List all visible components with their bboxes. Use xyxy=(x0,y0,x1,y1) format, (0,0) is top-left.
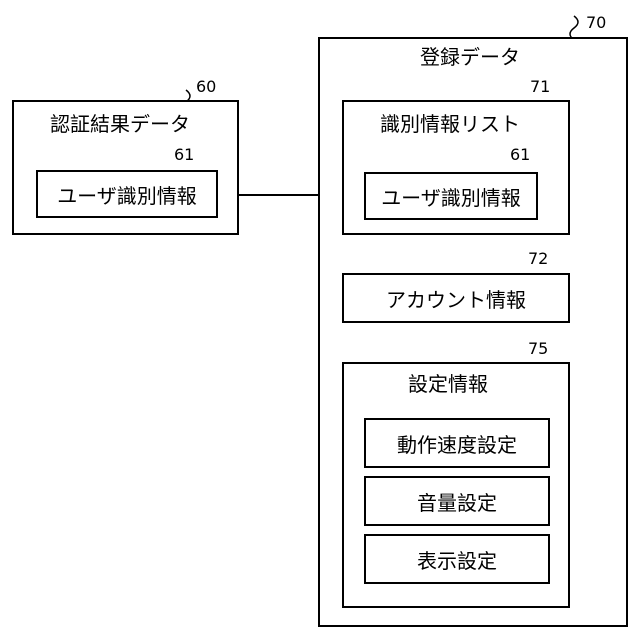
settings-item-speed: 動作速度設定 xyxy=(364,418,550,468)
auth-user-id-box: ユーザ識別情報 xyxy=(36,170,218,218)
account-label: アカウント情報 xyxy=(386,284,526,313)
ref-61-right: 61 xyxy=(510,146,530,164)
auth-user-id-label: ユーザ識別情報 xyxy=(57,180,197,209)
auth-result-box: 認証結果データ ユーザ識別情報 xyxy=(12,100,239,235)
registration-title: 登録データ xyxy=(420,45,520,69)
settings-box: 設定情報 動作速度設定 音量設定 表示設定 xyxy=(342,362,570,608)
settings-item-display-label: 表示設定 xyxy=(417,545,497,574)
ref-70: 70 xyxy=(586,14,606,32)
ref-75: 75 xyxy=(528,340,548,358)
account-box: アカウント情報 xyxy=(342,273,570,323)
settings-item-speed-label: 動作速度設定 xyxy=(397,429,517,458)
settings-title: 設定情報 xyxy=(408,372,488,396)
ref-60: 60 xyxy=(196,78,216,96)
settings-item-display: 表示設定 xyxy=(364,534,550,584)
id-list-title: 識別情報リスト xyxy=(380,112,520,136)
ref-71: 71 xyxy=(530,78,550,96)
ref-61-left: 61 xyxy=(174,146,194,164)
auth-result-title: 認証結果データ xyxy=(50,112,190,136)
id-list-box: 識別情報リスト ユーザ識別情報 xyxy=(342,100,570,235)
ref-72: 72 xyxy=(528,250,548,268)
settings-item-volume-label: 音量設定 xyxy=(417,487,497,516)
list-user-id-label: ユーザ識別情報 xyxy=(381,182,521,211)
list-user-id-box: ユーザ識別情報 xyxy=(364,172,538,220)
settings-item-volume: 音量設定 xyxy=(364,476,550,526)
